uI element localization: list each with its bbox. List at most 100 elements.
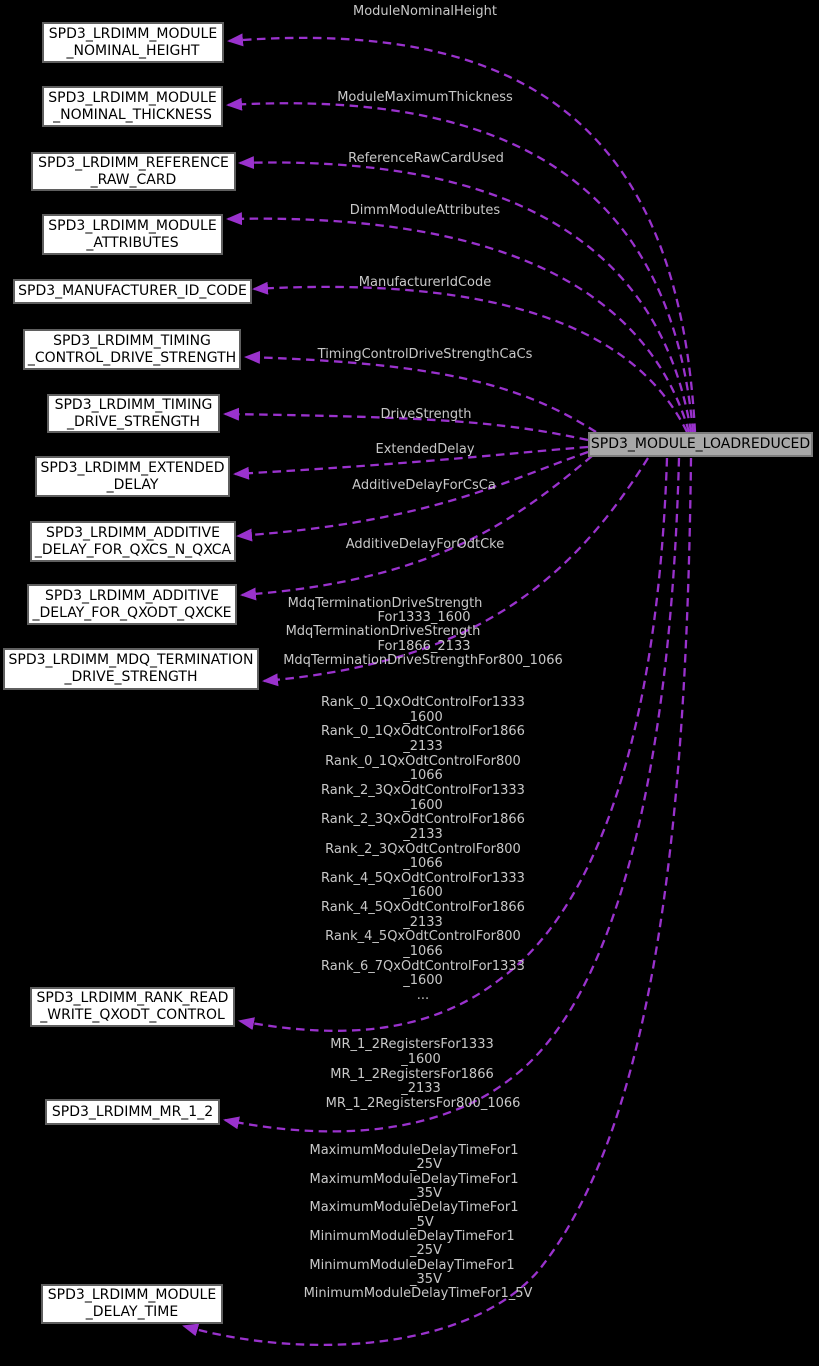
edge-label-line-module-delay-time-values: _25V <box>410 1243 442 1259</box>
node-label-line: _RAW_CARD <box>90 171 177 188</box>
edge-path-spd3-lrdimm-additive-delay-for-qxcs-n-qxca <box>236 450 589 542</box>
edge-label-line-rank-qx-odt-control: ... <box>416 988 430 1003</box>
node-label-line: SPD3_LRDIMM_MODULE <box>48 89 217 106</box>
edge-label-line-rank-qx-odt-control: Rank_0_1QxOdtControlFor1866 <box>321 724 525 740</box>
node-label-line: SPD3_LRDIMM_MDQ_TERMINATION <box>8 652 254 668</box>
node-label-line: SPD3_LRDIMM_REFERENCE <box>38 154 229 171</box>
node-label-line: SPD3_LRDIMM_ADDITIVE <box>45 587 219 604</box>
edge-label-line-mdq-termination-drive-strength: MdqTerminationDriveStrength <box>285 624 481 640</box>
edge-label-line-rank-qx-odt-control: Rank_2_3QxOdtControlFor800 <box>325 841 521 857</box>
node-label-line: SPD3_LRDIMM_RANK_READ <box>36 990 229 1006</box>
node-spd3-lrdimm-extended-delay[interactable]: SPD3_LRDIMM_EXTENDED_DELAY <box>35 456 230 497</box>
node-label-line: _DRIVE_STRENGTH <box>67 413 200 430</box>
edge-label-line-extended-delay: ExtendedDelay <box>375 442 475 457</box>
node-label-line: SPD3_MANUFACTURER_ID_CODE <box>18 283 247 299</box>
edge-path-spd3-lrdimm-mr-1-2 <box>223 457 681 1133</box>
edge-label-line-rank-qx-odt-control: _1600 <box>403 709 443 725</box>
edge-label-line-mdq-termination-drive-strength: MdqTerminationDriveStrength <box>287 596 483 611</box>
node-spd3-lrdimm-timing-control-drive-strength[interactable]: SPD3_LRDIMM_TIMING_CONTROL_DRIVE_STRENGT… <box>23 329 241 370</box>
edge-label-line-timing-control-drive-strength-cacs: TimingControlDriveStrengthCaCs <box>317 347 533 362</box>
edge-label-line-rank-qx-odt-control: _1600 <box>403 973 443 989</box>
node-spd3-lrdimm-rank-read-write-qxodt-control[interactable]: SPD3_LRDIMM_RANK_READ_WRITE_QXODT_CONTRO… <box>30 987 235 1027</box>
edge-path-spd3-lrdimm-timing-drive-strength <box>223 407 589 442</box>
node-label-line: _DELAY_FOR_QXCS_N_QXCA <box>34 541 232 558</box>
node-label-line: _WRITE_QXODT_CONTROL <box>40 1007 225 1023</box>
edge-label-line-mr-1-2-registers: _2133 <box>401 1081 441 1097</box>
edge-label-line-rank-qx-odt-control: Rank_6_7QxOdtControlFor1333 <box>321 958 525 974</box>
edge-label-line-module-delay-time-values: _25V <box>410 1157 442 1173</box>
node-spd3-lrdimm-mdq-termination-drive-strength[interactable]: SPD3_LRDIMM_MDQ_TERMINATION_DRIVE_STRENG… <box>3 648 259 690</box>
node-spd3-lrdimm-additive-delay-for-qxodt-qxcke[interactable]: SPD3_LRDIMM_ADDITIVE_DELAY_FOR_QXODT_QXC… <box>27 584 237 625</box>
node-label-line: SPD3_MODULE_LOADREDUCED <box>590 436 811 452</box>
node-spd3-lrdimm-module-attributes[interactable]: SPD3_LRDIMM_MODULE_ATTRIBUTES <box>42 214 223 255</box>
edge-label-line-rank-qx-odt-control: Rank_2_3QxOdtControlFor1866 <box>321 812 525 828</box>
edge-label-line-rank-qx-odt-control: _1066 <box>403 768 443 784</box>
edge-label-line-additive-delay-for-csca: AdditiveDelayForCsCa <box>352 478 496 493</box>
edge-label-line-module-delay-time-values: MaximumModuleDelayTimeFor1 <box>309 1143 519 1158</box>
edge-path-spd3-lrdimm-module-attributes <box>226 212 691 433</box>
node-spd3-lrdimm-reference-raw-card[interactable]: SPD3_LRDIMM_REFERENCE_RAW_CARD <box>31 152 236 191</box>
edge-path-spd3-lrdimm-additive-delay-for-qxodt-qxcke <box>240 455 593 601</box>
node-label-line: SPD3_LRDIMM_MODULE <box>47 1287 217 1303</box>
node-label-line: _ATTRIBUTES <box>86 234 179 251</box>
edge-label-line-rank-qx-odt-control: _1600 <box>403 885 443 901</box>
node-spd3-lrdimm-module-nominal-thickness[interactable]: SPD3_LRDIMM_MODULE_NOMINAL_THICKNESS <box>42 86 223 127</box>
edge-label-line-module-nominal-height: ModuleNominalHeight <box>352 4 498 19</box>
node-label-line: SPD3_LRDIMM_EXTENDED <box>40 459 225 476</box>
node-spd3-lrdimm-mr-1-2[interactable]: SPD3_LRDIMM_MR_1_2 <box>45 1099 220 1125</box>
edge-label-line-rank-qx-odt-control: Rank_4_5QxOdtControlFor1866 <box>321 900 525 916</box>
edge-label-line-module-delay-time-values: _5V <box>410 1214 434 1230</box>
edge-label-line-mdq-termination-drive-strength: For1333_1600 <box>377 610 471 626</box>
edge-label-line-module-maximum-thickness: ModuleMaximumThickness <box>337 90 513 105</box>
node-label-line: _NOMINAL_HEIGHT <box>66 42 200 59</box>
edge-label-line-rank-qx-odt-control: _1066 <box>403 856 443 872</box>
node-label-line: SPD3_LRDIMM_TIMING <box>54 396 213 413</box>
edge-path-spd3-lrdimm-mdq-termination-drive-strength <box>262 457 649 687</box>
node-label-line: _DELAY_TIME <box>85 1304 179 1320</box>
central-node-spd3-module-loadreduced: SPD3_MODULE_LOADREDUCED <box>588 432 813 457</box>
edge-label-line-mr-1-2-registers: MR_1_2RegistersFor1866 <box>330 1066 494 1082</box>
node-label-line: _CONTROL_DRIVE_STRENGTH <box>27 349 237 366</box>
edge-path-spd3-lrdimm-module-nominal-height <box>227 33 697 433</box>
edge-label-line-rank-qx-odt-control: Rank_0_1QxOdtControlFor1333 <box>321 695 525 710</box>
edge-path-spd3-manufacturer-id-code <box>252 281 689 433</box>
node-label-line: SPD3_LRDIMM_TIMING <box>53 332 211 349</box>
node-spd3-lrdimm-timing-drive-strength[interactable]: SPD3_LRDIMM_TIMING_DRIVE_STRENGTH <box>47 394 220 433</box>
edge-label-line-drive-strength: DriveStrength <box>380 407 472 422</box>
edge-label-line-mdq-termination-drive-strength: MdqTerminationDriveStrengthFor800_1066 <box>283 652 563 668</box>
edge-label-line-additive-delay-for-odtcke: AdditiveDelayForOdtCke <box>345 537 505 552</box>
node-label-line: _DELAY <box>106 476 159 493</box>
edge-path-spd3-lrdimm-module-nominal-thickness <box>226 97 695 433</box>
edge-label-line-module-delay-time-values: _35V <box>410 1185 442 1201</box>
edge-path-spd3-lrdimm-reference-raw-card <box>238 156 693 433</box>
edge-label-line-mr-1-2-registers: _1600 <box>401 1051 441 1067</box>
edge-label-line-rank-qx-odt-control: _2133 <box>403 914 443 930</box>
edge-path-spd3-lrdimm-extended-delay <box>233 445 589 480</box>
edge-label-line-mr-1-2-registers: MR_1_2RegistersFor1333 <box>330 1037 494 1052</box>
edge-label-line-rank-qx-odt-control: Rank_4_5QxOdtControlFor800 <box>325 929 521 945</box>
edge-label-line-mr-1-2-registers: MR_1_2RegistersFor800_1066 <box>325 1096 521 1111</box>
node-spd3-manufacturer-id-code[interactable]: SPD3_MANUFACTURER_ID_CODE <box>13 279 252 304</box>
node-label-line: SPD3_LRDIMM_MR_1_2 <box>51 1103 214 1120</box>
edge-label-line-module-delay-time-values: MaximumModuleDelayTimeFor1 <box>309 1171 519 1187</box>
edge-label-line-mdq-termination-drive-strength: For1866_2133 <box>377 638 471 654</box>
edge-label-line-rank-qx-odt-control: Rank_2_3QxOdtControlFor1333 <box>321 782 525 798</box>
node-label-line: SPD3_LRDIMM_ADDITIVE <box>46 524 220 541</box>
node-spd3-lrdimm-module-delay-time[interactable]: SPD3_LRDIMM_MODULE_DELAY_TIME <box>41 1284 223 1324</box>
node-label-line: SPD3_LRDIMM_MODULE <box>48 25 218 42</box>
node-label-line: _NOMINAL_THICKNESS <box>53 106 212 123</box>
node-label-line: SPD3_LRDIMM_MODULE <box>48 217 217 234</box>
edge-path-spd3-lrdimm-module-delay-time <box>182 457 693 1347</box>
edge-path-spd3-lrdimm-rank-read-write-qxodt-control <box>238 457 669 1032</box>
node-spd3-lrdimm-additive-delay-for-qxcs-n-qxca[interactable]: SPD3_LRDIMM_ADDITIVE_DELAY_FOR_QXCS_N_QX… <box>30 521 236 562</box>
edge-label-line-rank-qx-odt-control: Rank_4_5QxOdtControlFor1333 <box>321 870 525 886</box>
edge-label-line-rank-qx-odt-control: _2133 <box>403 738 443 754</box>
edge-path-spd3-lrdimm-timing-control-drive-strength <box>244 350 597 433</box>
edge-label-line-module-delay-time-values: MinimumModuleDelayTimeFor1_5V <box>303 1286 533 1302</box>
edge-label-line-module-delay-time-values: _35V <box>410 1271 442 1287</box>
node-spd3-lrdimm-module-nominal-height[interactable]: SPD3_LRDIMM_MODULE_NOMINAL_HEIGHT <box>42 22 224 63</box>
node-label-line: _DELAY_FOR_QXODT_QXCKE <box>32 604 232 621</box>
edge-label-line-rank-qx-odt-control: _1600 <box>403 797 443 813</box>
